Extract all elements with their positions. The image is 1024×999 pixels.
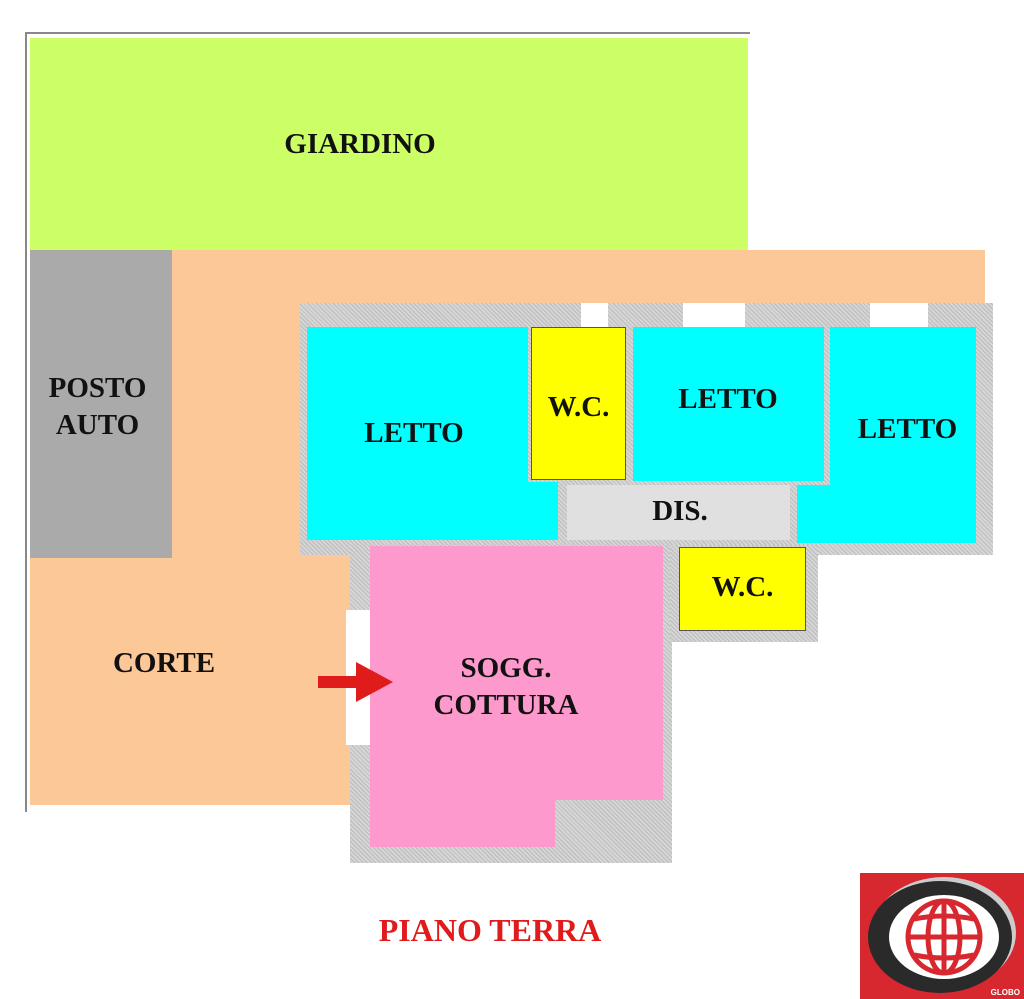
floor-title: PIANO TERRA bbox=[378, 912, 602, 948]
door-top-1 bbox=[581, 303, 608, 327]
posto-auto-label-2: AUTO bbox=[55, 409, 140, 441]
globo-logo: GLOBO bbox=[860, 873, 1024, 999]
corte-label: CORTE bbox=[112, 647, 216, 679]
posto-auto-label-1: POSTO bbox=[48, 372, 147, 404]
wc-2-label: W.C. bbox=[711, 571, 774, 603]
posto-auto-area bbox=[30, 250, 172, 558]
letto-2-room bbox=[633, 327, 824, 481]
giardino-area bbox=[30, 38, 748, 250]
sogg-cottura-room-ext bbox=[370, 798, 555, 847]
letto-3-label: LETTO bbox=[857, 413, 958, 445]
wc-2-room bbox=[679, 547, 806, 631]
sogg-label-2: COTTURA bbox=[433, 689, 579, 721]
sogg-cottura-room bbox=[370, 546, 663, 800]
property-border bbox=[25, 32, 750, 34]
letto-2-label: LETTO bbox=[678, 383, 778, 415]
wc-1-room bbox=[531, 327, 626, 480]
window-top-3 bbox=[870, 303, 928, 327]
letto-1-room-ext bbox=[307, 482, 558, 540]
globe-icon bbox=[868, 877, 1016, 993]
wc-1-label: W.C. bbox=[547, 391, 610, 423]
dis-room bbox=[567, 485, 790, 540]
letto-3-room bbox=[830, 327, 976, 543]
giardino-label: GIARDINO bbox=[284, 128, 436, 160]
sogg-label-1: SOGG. bbox=[460, 652, 552, 684]
logo-text: GLOBO bbox=[990, 988, 1020, 997]
window-top-2 bbox=[683, 303, 745, 327]
letto-1-label: LETTO bbox=[364, 417, 464, 449]
dis-label: DIS. bbox=[652, 495, 708, 527]
property-border-left bbox=[25, 32, 27, 812]
letto-3-room-ext bbox=[797, 485, 837, 543]
entrance-arrow-icon bbox=[318, 662, 393, 702]
